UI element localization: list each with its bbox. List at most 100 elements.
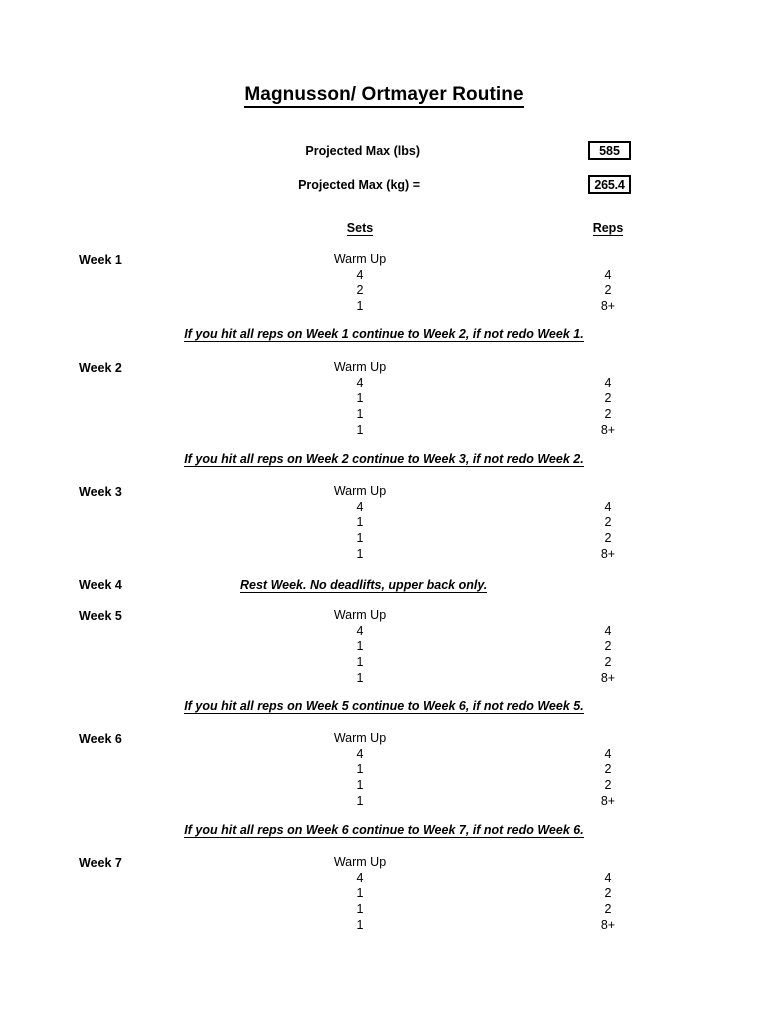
reps-cell: 8+ bbox=[600, 546, 616, 561]
column-header-sets-text: Sets bbox=[346, 221, 374, 236]
week-inline-note-text: Rest Week. No deadlifts, upper back only… bbox=[240, 578, 488, 593]
sets-cell: 1 bbox=[356, 407, 364, 422]
sets-cell: Warm Up bbox=[333, 731, 387, 745]
sets-cell: Warm Up bbox=[333, 252, 387, 266]
sets-cell: Warm Up bbox=[333, 855, 387, 869]
projected-max-lbs-value[interactable]: 585 bbox=[588, 141, 631, 160]
reps-cell: 4 bbox=[604, 623, 612, 638]
week-progression-note: If you hit all reps on Week 5 continue t… bbox=[0, 699, 768, 714]
table-row: 1 8+ bbox=[0, 671, 768, 687]
projected-max-lbs-label: Projected Max (lbs) bbox=[305, 144, 420, 158]
sets-cell: 1 bbox=[356, 546, 364, 561]
sets-cell: 4 bbox=[356, 746, 364, 761]
sets-cell: 4 bbox=[356, 623, 364, 638]
table-row: Warm Up bbox=[0, 484, 768, 500]
reps-cell: 2 bbox=[604, 515, 612, 530]
week-label: Week 1 bbox=[79, 253, 122, 267]
reps-cell: 2 bbox=[604, 407, 612, 422]
week-progression-note-text: If you hit all reps on Week 6 continue t… bbox=[184, 823, 584, 838]
week-label: Week 3 bbox=[79, 485, 122, 499]
week-label: Week 5 bbox=[79, 609, 122, 623]
page-title: Magnusson/ Ortmayer Routine bbox=[0, 84, 768, 108]
page-title-text: Magnusson/ Ortmayer Routine bbox=[244, 84, 524, 108]
sets-cell: 1 bbox=[356, 778, 364, 793]
sets-cell: 4 bbox=[356, 375, 364, 390]
week-progression-note-text: If you hit all reps on Week 2 continue t… bbox=[184, 452, 584, 467]
projected-max-kg-row: Projected Max (kg) = 265.4 bbox=[0, 175, 768, 195]
week-progression-note-text: If you hit all reps on Week 1 continue t… bbox=[184, 327, 584, 342]
sets-cell: 2 bbox=[356, 283, 364, 298]
sets-cell: 1 bbox=[356, 422, 364, 437]
reps-cell: 8+ bbox=[600, 917, 616, 932]
week-label: Week 7 bbox=[79, 856, 122, 870]
sets-cell: 1 bbox=[356, 793, 364, 808]
column-header-sets: Sets bbox=[310, 221, 410, 236]
week-progression-note: If you hit all reps on Week 2 continue t… bbox=[0, 452, 768, 467]
sets-cell: 1 bbox=[356, 886, 364, 901]
table-row: Warm Up bbox=[0, 360, 768, 376]
week-progression-note: If you hit all reps on Week 1 continue t… bbox=[0, 327, 768, 342]
reps-cell: 2 bbox=[604, 391, 612, 406]
week-label: Week 4 bbox=[79, 578, 122, 592]
sets-cell: Warm Up bbox=[333, 484, 387, 498]
week-progression-note: If you hit all reps on Week 6 continue t… bbox=[0, 823, 768, 838]
reps-cell: 2 bbox=[604, 531, 612, 546]
table-row: Warm Up bbox=[0, 608, 768, 624]
table-row: Warm Up bbox=[0, 252, 768, 268]
projected-max-lbs-row: Projected Max (lbs) 585 bbox=[0, 141, 768, 161]
sets-cell: 1 bbox=[356, 670, 364, 685]
table-row: 1 8+ bbox=[0, 794, 768, 810]
table-row: Warm Up bbox=[0, 731, 768, 747]
reps-cell: 4 bbox=[604, 267, 612, 282]
sets-cell: 1 bbox=[356, 391, 364, 406]
sets-cell: 4 bbox=[356, 870, 364, 885]
sets-cell: 1 bbox=[356, 902, 364, 917]
reps-cell: 2 bbox=[604, 655, 612, 670]
column-header-reps: Reps bbox=[568, 221, 648, 236]
projected-max-kg-label: Projected Max (kg) = bbox=[298, 178, 420, 192]
reps-cell: 8+ bbox=[600, 793, 616, 808]
table-row: 1 8+ bbox=[0, 547, 768, 563]
reps-cell: 8+ bbox=[600, 670, 616, 685]
reps-cell: 4 bbox=[604, 499, 612, 514]
reps-cell: 4 bbox=[604, 375, 612, 390]
reps-cell: 2 bbox=[604, 283, 612, 298]
sets-cell: Warm Up bbox=[333, 360, 387, 374]
reps-cell: 2 bbox=[604, 778, 612, 793]
week-progression-note-text: If you hit all reps on Week 5 continue t… bbox=[184, 699, 584, 714]
reps-cell: 2 bbox=[604, 762, 612, 777]
sets-cell: 1 bbox=[356, 655, 364, 670]
reps-cell: 2 bbox=[604, 902, 612, 917]
sets-cell: 1 bbox=[356, 515, 364, 530]
reps-cell: 2 bbox=[604, 639, 612, 654]
reps-cell: 2 bbox=[604, 886, 612, 901]
reps-cell: 4 bbox=[604, 870, 612, 885]
sets-cell: 1 bbox=[356, 762, 364, 777]
projected-max-kg-value[interactable]: 265.4 bbox=[588, 175, 631, 194]
